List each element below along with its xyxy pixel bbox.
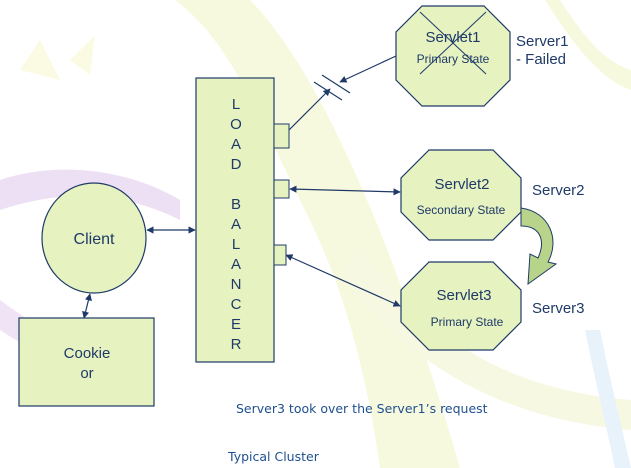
lb-letter: N: [231, 276, 242, 293]
lb-server1-link-b: [339, 55, 397, 83]
lb-letter: L: [232, 236, 240, 253]
lb-letter: A: [231, 136, 241, 153]
diagram-caption: Typical Cluster: [227, 449, 320, 464]
lb-server3-link: [285, 254, 401, 307]
lb-letter: C: [231, 296, 242, 313]
servlet3-state: Primary State: [431, 315, 504, 329]
lb-letter: D: [231, 156, 242, 173]
lb-server2-link: [289, 185, 401, 196]
servlet1-state: Primary State: [417, 52, 490, 66]
servlet2-state: Secondary State: [417, 203, 506, 217]
lb-letter: E: [231, 316, 241, 333]
lb-server1-link-a: [288, 88, 331, 131]
bg-swoosh-yellow-top: [545, 0, 631, 90]
server1-failed-label: - Failed: [516, 51, 566, 68]
servlet2-label: Servlet2: [434, 176, 489, 193]
lb-letter: A: [231, 256, 241, 273]
bg-swoosh-yellow: [175, 0, 460, 468]
client-node: Client: [41, 182, 147, 294]
server1-label: Server1: [516, 33, 569, 50]
lb-port-2: [273, 179, 290, 199]
server2-label: Server2: [532, 182, 585, 199]
cookie-label-2: or: [80, 365, 93, 382]
broken-link-mark-1: [313, 81, 343, 101]
client-label: Client: [74, 231, 115, 248]
cookie-label: Cookie: [64, 345, 111, 362]
lb-port-1: [273, 123, 290, 149]
server1-node: Servlet1 Primary State: [395, 5, 511, 107]
lb-letter: O: [230, 116, 242, 133]
lb-port-3: [273, 244, 287, 266]
lb-letter: L: [232, 96, 240, 113]
servlet1-label: Servlet1: [425, 29, 480, 46]
lb-letter: R: [231, 336, 242, 353]
server3-label: Server3: [532, 300, 585, 317]
broken-link-mark-2: [321, 74, 351, 94]
lb-letter: A: [231, 216, 241, 233]
server3-node: Servlet3 Primary State: [400, 261, 522, 351]
takeover-note: Server3 took over the Server1’s request: [236, 401, 488, 416]
bg-spike-yellow: [20, 35, 95, 80]
failed-cross-2: [419, 11, 487, 75]
connectors: [82, 55, 401, 319]
lb-letter: B: [231, 196, 241, 213]
servlet3-label: Servlet3: [436, 287, 491, 304]
server2-node: Servlet2 Secondary State: [400, 149, 522, 241]
failover-arrow: [520, 207, 558, 286]
cookie-node: Cookie or: [18, 317, 155, 407]
bg-swoosh-blue: [585, 330, 631, 468]
client-cookie-link: [82, 293, 92, 319]
